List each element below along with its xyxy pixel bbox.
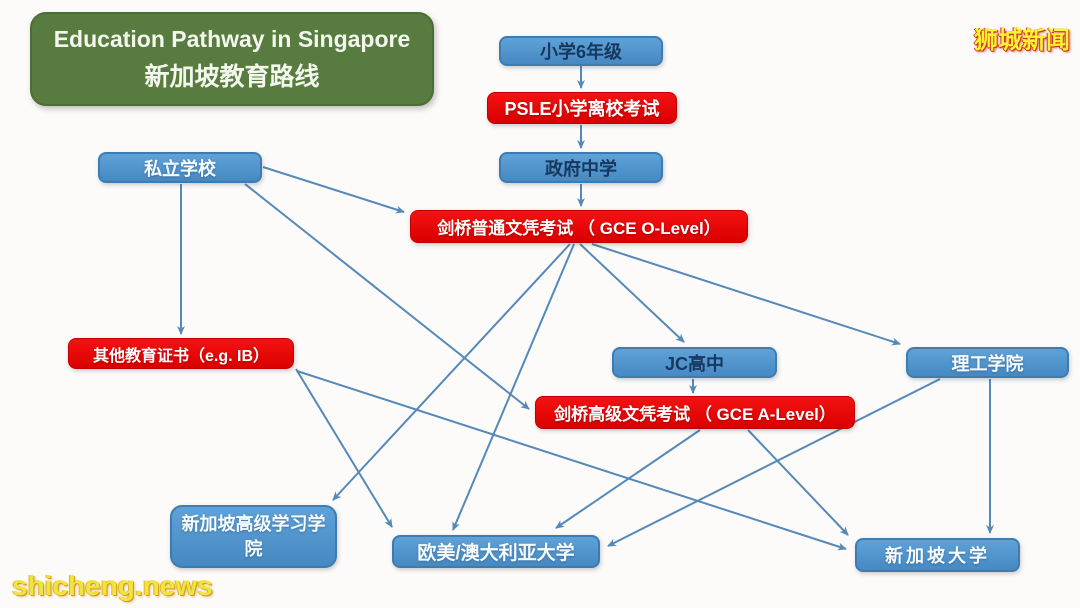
edge-olevel-sim [332, 243, 571, 501]
edge-other-sgu [296, 370, 847, 551]
node-singapore-institute-advanced-learning: 新加坡高级学习学院 [170, 505, 337, 568]
title-english: Education Pathway in Singapore [53, 25, 411, 52]
watermark-shicheng-news-url: shicheng.news [12, 570, 213, 601]
node-primary-school-grade6: 小学6年级 [499, 36, 663, 66]
node-polytechnic: 理工学院 [906, 347, 1069, 378]
node-western-australian-universities: 欧美/澳大利亚大学 [392, 535, 600, 568]
edge-private-olevel [262, 166, 405, 214]
node-other-certificates-ib: 其他教育证书（e.g. IB） [68, 338, 294, 369]
edge-poly-overseas [607, 378, 941, 547]
edge-olevel-poly [591, 243, 901, 346]
diagram-title: Education Pathway in Singapore 新加坡教育路线 [30, 12, 434, 106]
edge-other-overseas [295, 368, 393, 528]
title-chinese: 新加坡教育路线 [144, 62, 320, 91]
node-singapore-universities: 新加坡大学 [855, 538, 1020, 572]
node-government-secondary: 政府中学 [499, 152, 663, 183]
node-psle-exam: PSLE小学离校考试 [487, 92, 677, 124]
watermark-shicheng-news-chinese: 狮城新闻 [974, 27, 1070, 54]
node-private-school: 私立学校 [98, 152, 262, 183]
node-gce-o-level-exam: 剑桥普通文凭考试 （ GCE O-Level） [410, 210, 748, 243]
node-gce-a-level-exam: 剑桥高级文凭考试 （ GCE A-Level） [535, 396, 855, 429]
edge-olevel-overseas [452, 243, 575, 531]
node-jc-high-school: JC高中 [612, 347, 777, 378]
edge-alevel-sgu [747, 429, 849, 536]
edge-olevel-jc [579, 243, 685, 343]
edge-private-alevel [244, 183, 530, 410]
